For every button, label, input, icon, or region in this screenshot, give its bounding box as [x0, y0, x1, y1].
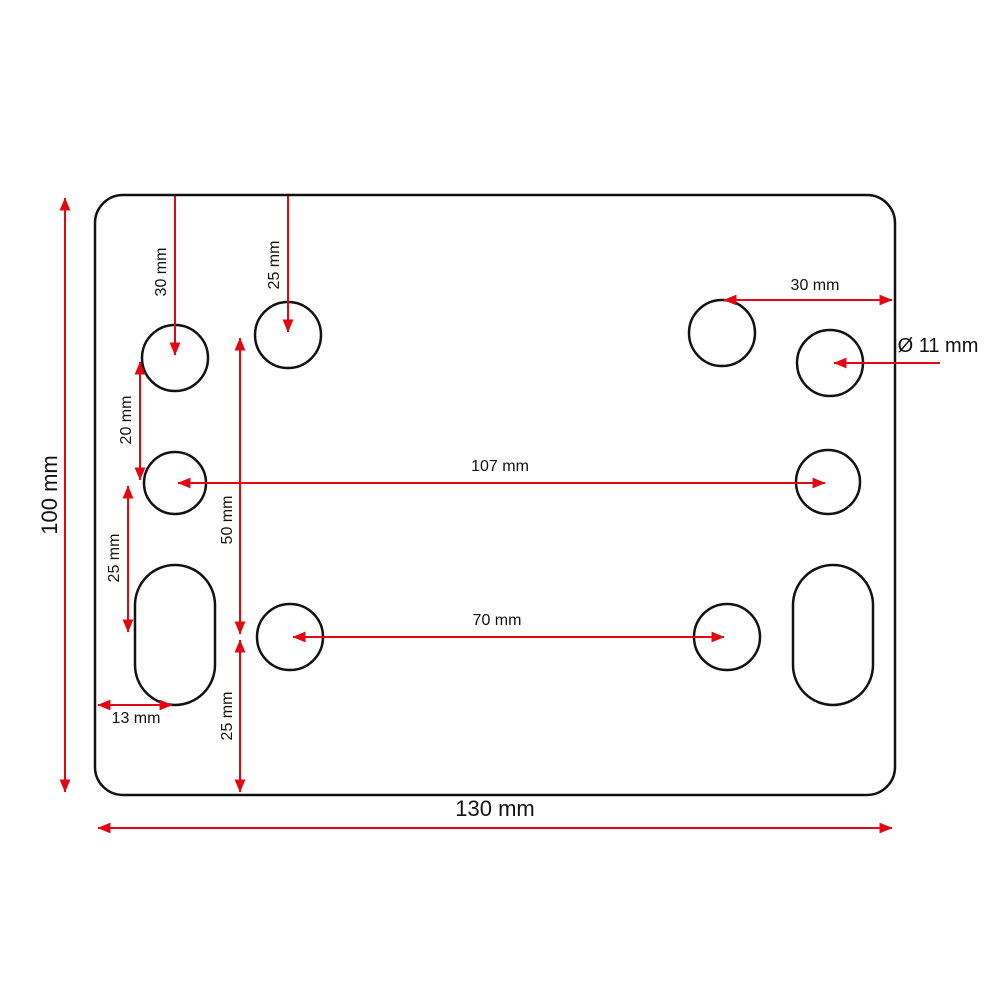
- label-hole-diameter: Ø 11 mm: [898, 335, 979, 357]
- label-25-left: 25 mm: [106, 534, 123, 583]
- label-20-left: 20 mm: [118, 396, 135, 445]
- slot-right: [791, 563, 875, 707]
- plate-outline: [93, 193, 897, 797]
- label-107-center: 107 mm: [471, 458, 529, 475]
- dimension-labels: 100 mm 130 mm 30 mm 25 mm 30 mm Ø 11 mm …: [37, 241, 978, 821]
- label-30-top-left: 30 mm: [153, 248, 170, 297]
- label-30-top-right: 30 mm: [791, 277, 840, 294]
- hole-top-right-inner: [687, 298, 757, 368]
- label-70-lower: 70 mm: [473, 612, 522, 629]
- dimension-lines: [59, 196, 940, 834]
- label-25-bottom: 25 mm: [219, 692, 236, 741]
- label-25-top-second: 25 mm: [266, 241, 283, 290]
- label-13-bottom-left: 13 mm: [112, 710, 161, 727]
- label-overall-width: 130 mm: [455, 796, 534, 821]
- label-overall-height: 100 mm: [37, 455, 62, 534]
- label-50-mid: 50 mm: [219, 496, 236, 545]
- slot-left: [133, 563, 217, 707]
- plate-group: [93, 193, 897, 797]
